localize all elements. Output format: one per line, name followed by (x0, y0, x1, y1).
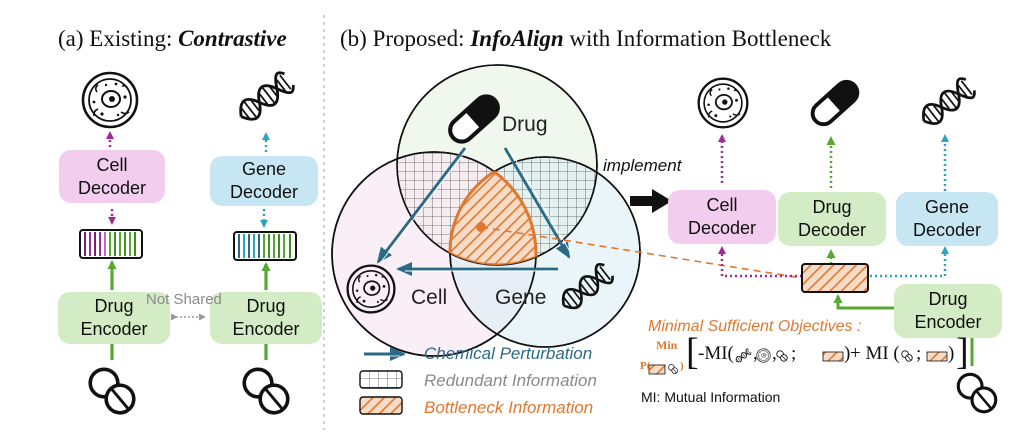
pill-icon (668, 364, 679, 375)
venn-label-drug: Drug (502, 113, 548, 136)
cell-icon (81, 71, 139, 129)
hatched-vector-icon (801, 263, 869, 293)
cell-decoder-box-b: Cell Decoder (668, 190, 776, 244)
hatched-vector-icon (926, 351, 948, 362)
dna-icon (734, 347, 752, 365)
formula-bracket-close: ] (956, 331, 969, 373)
panel-b-title: (b) Proposed: InfoAlign with Information… (340, 26, 832, 51)
pill-icon (88, 367, 141, 420)
implement-label: implement (603, 156, 682, 175)
formula-under-end: ) (680, 360, 684, 372)
cell-icon (756, 348, 771, 363)
legend-redundant-label: Redundant Information (424, 371, 597, 390)
legend-bottleneck-label: Bottleneck Information (424, 398, 594, 417)
pill-icon (806, 75, 864, 131)
dna-icon (916, 74, 978, 132)
arrow-vector-to-gene-decoder (870, 246, 949, 278)
vector-icon (233, 231, 297, 261)
pill-icon (242, 367, 295, 420)
gene-decoder-box: Gene Decoder (210, 156, 318, 206)
cell-decoder-box: Cell Decoder (59, 150, 165, 203)
panel-a-title: (a) Existing: Contrastive (58, 26, 287, 51)
mi-note: MI: Mutual Information (641, 389, 781, 405)
pill-icon (776, 350, 789, 363)
drug-encoder-box-left: Drug Encoder (58, 292, 170, 344)
bottleneck-link (480, 226, 803, 279)
formula-bracket-open: [ (686, 331, 699, 373)
legend-chemical-symbol (364, 347, 406, 361)
drug-encoder-box-right: Drug Encoder (210, 292, 322, 344)
venn-label-cell: Cell (411, 286, 448, 309)
drug-decoder-box: Drug Decoder (778, 192, 886, 246)
not-shared-label: Not Shared (146, 291, 222, 308)
legend-bottleneck-symbol (359, 396, 403, 415)
legend-redundant-symbol (359, 370, 403, 389)
pill-icon (956, 372, 1002, 418)
vector-icon (79, 229, 143, 259)
drug-encoder-box-b: Drug Encoder (894, 284, 1002, 338)
gene-decoder-box-b: Gene Decoder (896, 192, 998, 246)
hatched-vector-icon (648, 364, 666, 375)
pill-icon (901, 350, 914, 363)
hatched-vector-icon (822, 351, 844, 362)
formula-min: Min (656, 338, 678, 352)
venn-label-gene: Gene (495, 286, 547, 309)
implement-arrow (630, 189, 672, 213)
formula-plus-mi: + MI ( (850, 343, 900, 364)
dna-icon (233, 68, 297, 128)
formula-under: P( (640, 360, 651, 372)
venn-diagram (331, 64, 641, 357)
arrow-encoder-to-vector (833, 294, 894, 310)
arrow-vector-to-cell-decoder (718, 246, 802, 278)
objective-title: Minimal Sufficient Objectives : (648, 318, 862, 335)
cell-icon (697, 77, 749, 129)
legend-chemical-label: Chemical Perturbation (424, 344, 593, 363)
formula-neg-mi: -MI( (698, 343, 734, 364)
